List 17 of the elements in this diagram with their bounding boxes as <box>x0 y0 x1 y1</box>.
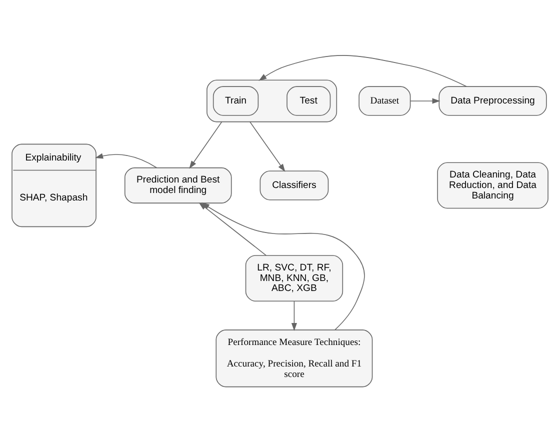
arrow <box>258 54 467 86</box>
arrow <box>410 98 440 104</box>
node-box: Data Cleaning, Data Reduction, and Data Balancing <box>437 162 548 208</box>
arrow <box>291 300 298 330</box>
node-box: Train <box>212 86 259 116</box>
arrow <box>189 120 222 168</box>
node-box: Dataset <box>358 86 411 116</box>
cluster <box>206 79 338 122</box>
arrow <box>201 202 365 330</box>
arrow <box>249 120 286 172</box>
node-box: Data Preprocessing <box>438 86 547 116</box>
node-box: Test <box>286 86 331 116</box>
node-box: Classifiers <box>260 170 329 200</box>
node-box: LR, SVC, DT, RF, MNB, KNN, GB, ABC, XGB <box>245 254 344 302</box>
node-box: Prediction and Best model finding <box>124 166 232 203</box>
arrow <box>95 152 158 168</box>
node-box: Performance Measure Techniques: Accuracy, Precision, Recall and F1 score <box>216 329 373 387</box>
